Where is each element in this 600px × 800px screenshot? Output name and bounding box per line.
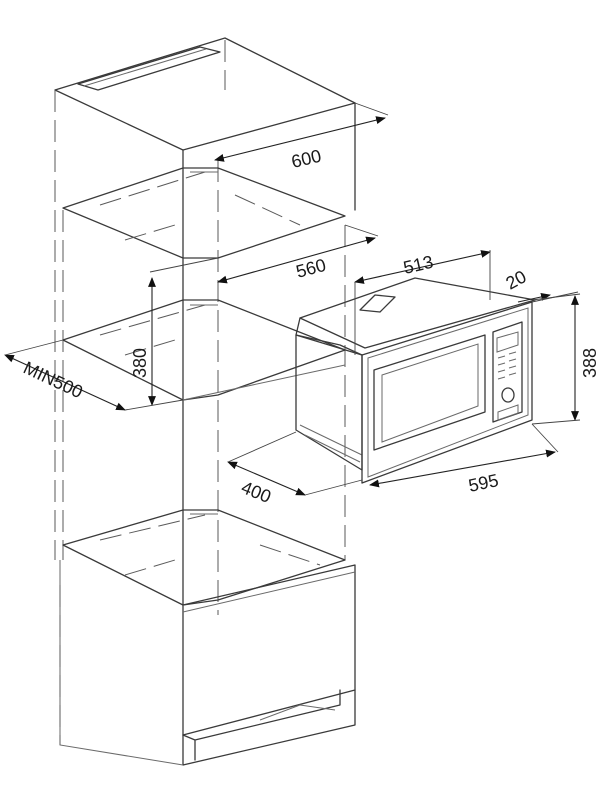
dimension-lines (4, 102, 581, 496)
microwave-oven (295, 277, 536, 484)
lower-shelf (62, 509, 346, 606)
front-frame (361, 301, 533, 484)
top-handle (359, 294, 396, 313)
label-388: 388 (580, 348, 600, 378)
label-400: 400 (239, 477, 274, 507)
control-panel (492, 321, 523, 423)
control-buttons (497, 351, 517, 380)
plinth (182, 689, 356, 766)
upper-shelf (62, 167, 346, 259)
label-513: 513 (401, 252, 435, 278)
door-window (373, 334, 486, 451)
cabinet-top (54, 37, 356, 151)
label-min500: MIN500 (20, 357, 86, 402)
top-trim (77, 46, 221, 91)
control-knob (501, 387, 515, 403)
label-595: 595 (467, 470, 501, 496)
label-600: 600 (289, 146, 323, 172)
middle-shelf (62, 299, 346, 401)
label-380: 380 (130, 348, 150, 378)
display (496, 331, 519, 353)
door-button (497, 404, 519, 421)
label-20: 20 (502, 266, 529, 293)
